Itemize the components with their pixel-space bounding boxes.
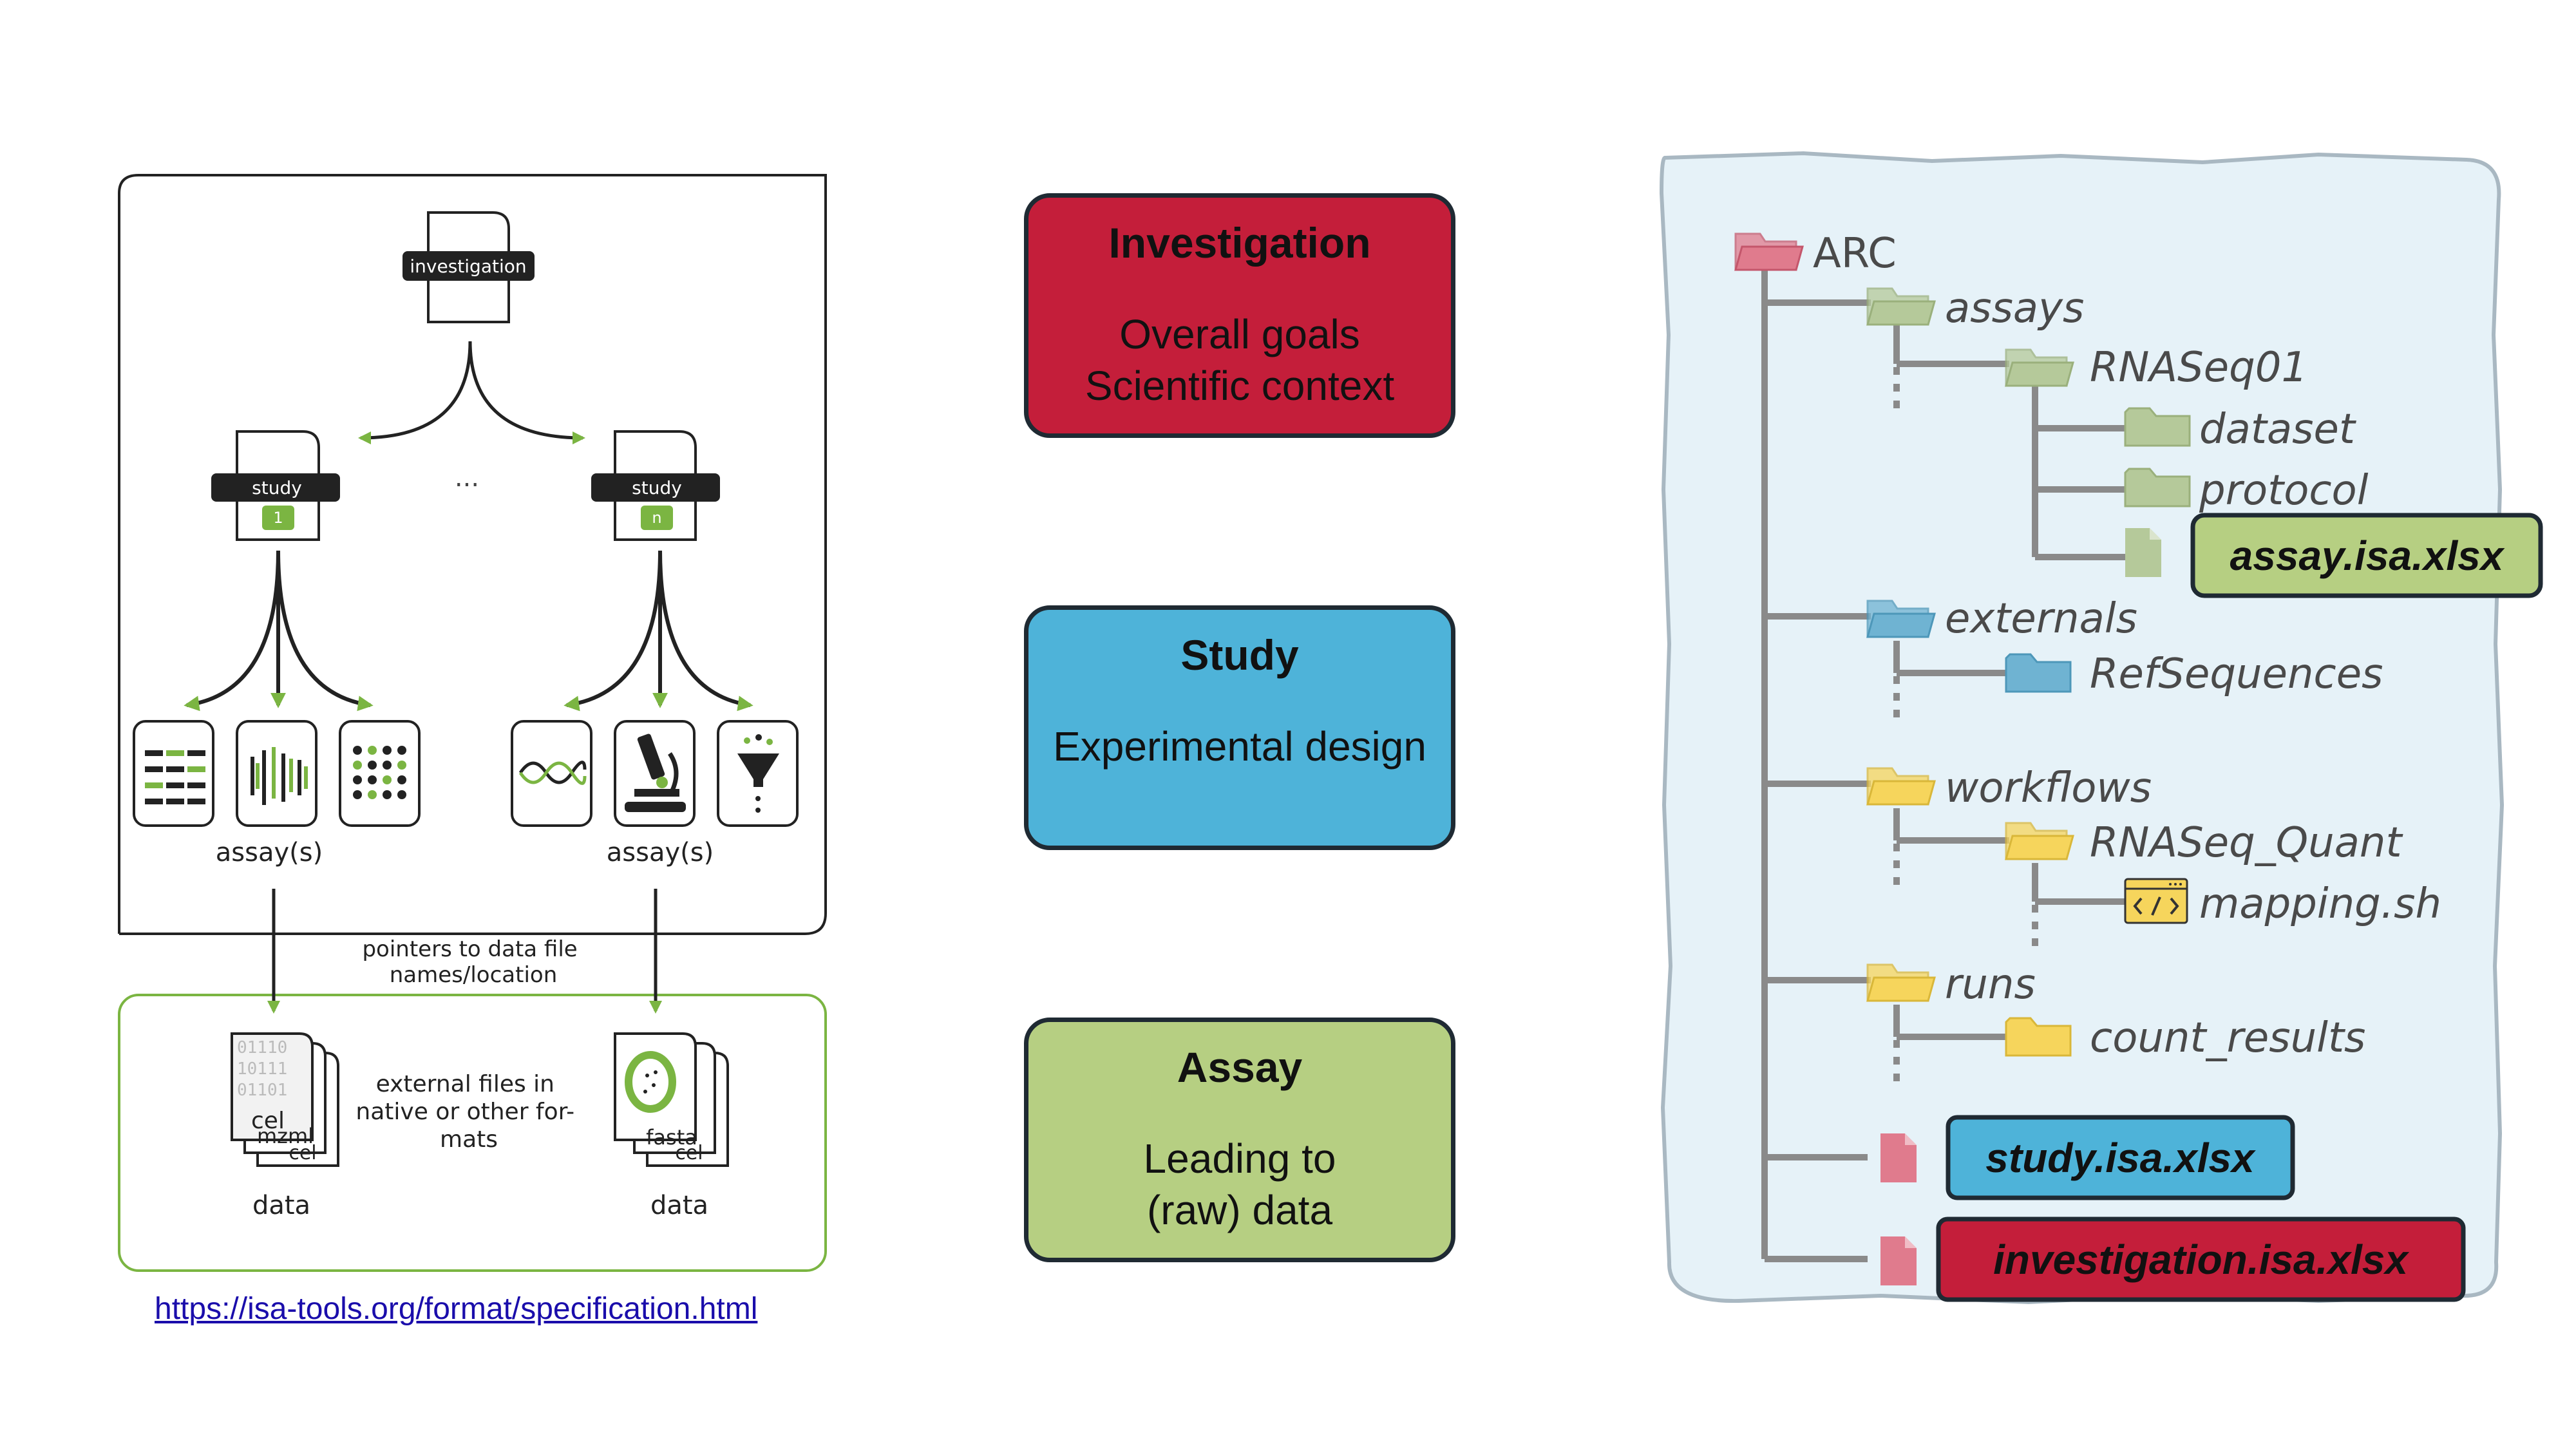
isa-spec-link[interactable]: https://isa-tools.org/format/specificati… [155, 1292, 758, 1326]
inv-arrow-left [358, 341, 472, 444]
assays-label: assays [1945, 285, 2084, 332]
assay-table-icon [133, 720, 214, 827]
assay-title: Assay [1177, 1043, 1303, 1091]
mapping-script-icon [2124, 878, 2188, 924]
binary-line-1: 01110 [237, 1038, 287, 1057]
externals-label: externals [1945, 595, 2137, 643]
investigation-box: Investigation Overall goals Scientific c… [1024, 193, 1455, 438]
runs-label: runs [1945, 961, 2036, 1009]
investigation-line-1: Overall goals [1119, 311, 1360, 357]
assay-microscope-icon [614, 720, 696, 827]
file-label-cel-2: cel [289, 1142, 316, 1164]
isa-frame-bottom [118, 994, 827, 1272]
assays-label-left: assay(s) [216, 838, 323, 867]
study-file-box: study.isa.xlsx [1946, 1115, 2295, 1200]
investigation-title: Investigation [1108, 219, 1371, 267]
assay-line-1: Leading to [1143, 1135, 1336, 1182]
study-card-1: study 1 [211, 430, 340, 541]
study-n-badge: n [652, 509, 661, 527]
assay-file-icon [2125, 528, 2161, 577]
study-card-n: study n [591, 430, 720, 541]
file-label-cel-1: cel [251, 1108, 285, 1134]
assay-dots-icon [339, 720, 421, 827]
study-title: Study [1180, 631, 1299, 679]
assay-dna-icon [511, 720, 592, 827]
study-n-label: study [632, 477, 682, 498]
rnaseq01-label: RNASeq01 [2090, 344, 2307, 392]
external-files-text: external files in native or other for- m… [355, 1071, 582, 1153]
mapping-label: mapping.sh [2199, 880, 2441, 928]
protocol-label: protocol [2199, 467, 2369, 515]
study-1-label: study [252, 477, 302, 498]
rnaseq-quant-label: RNASeq_Quant [2090, 819, 2403, 867]
study-file-label: study.isa.xlsx [1985, 1135, 2256, 1181]
investigation-label: investigation [410, 256, 526, 277]
data-label-right: data [650, 1191, 708, 1220]
refsequences-label: RefSequences [2090, 650, 2383, 698]
assay-funnel-icon [717, 720, 799, 827]
data-label-left: data [252, 1191, 310, 1220]
assay-box: Assay Leading to (raw) data [1024, 1018, 1455, 1262]
assays-label-right: assay(s) [607, 838, 714, 867]
investigation-file-box: investigation.isa.xlsx [1936, 1217, 2466, 1302]
isa-frame-top [118, 174, 827, 935]
study-n-arrows [564, 550, 753, 712]
binary-line-2: 10111 [237, 1059, 287, 1079]
study-file-icon [1880, 1133, 1917, 1182]
file-label-cel-3: cel [675, 1142, 703, 1164]
file-label-fasta: fasta [646, 1125, 697, 1150]
study-1-badge: 1 [273, 509, 283, 527]
data-file-stack-right: fasta cel [614, 1032, 729, 1167]
pointer-text: pointers to data file names/location [362, 936, 584, 988]
study-box: Study Experimental design [1024, 605, 1455, 850]
binary-line-3: 01101 [237, 1081, 287, 1100]
investigation-card: investigation [402, 211, 535, 323]
assay-file-box: assay.isa.xlsx [2190, 513, 2543, 598]
isa-diagram: investigation ... study 1 study n [118, 174, 827, 1272]
assay-chart-icon [236, 720, 317, 827]
file-label-mzml: mzml [257, 1124, 314, 1148]
assay-line-2: (raw) data [1146, 1187, 1333, 1233]
count-results-label: count_results [2090, 1014, 2365, 1062]
investigation-line-2: Scientific context [1084, 363, 1395, 409]
data-file-stack-left: 01110 10111 01101 cel mzml cel [231, 1032, 339, 1167]
investigation-file-icon [1880, 1236, 1917, 1285]
assay-file-label: assay.isa.xlsx [2230, 533, 2505, 579]
arc-label: ARC [1813, 230, 1897, 278]
study-line-1: Experimental design [1053, 723, 1426, 770]
study-ellipsis: ... [455, 463, 479, 493]
dataset-label: dataset [2199, 406, 2357, 453]
investigation-file-label: investigation.isa.xlsx [1993, 1236, 2409, 1283]
arc-tree-panel: ARC assays RNASeq01 dataset protocol ext… [1659, 151, 2543, 1305]
tree-dotted-lines [1893, 367, 2038, 1085]
inv-arrow-right [468, 341, 585, 444]
tree-lines [1761, 270, 2125, 1262]
workflows-label: workflows [1945, 764, 2152, 812]
study-1-arrows [184, 550, 374, 712]
